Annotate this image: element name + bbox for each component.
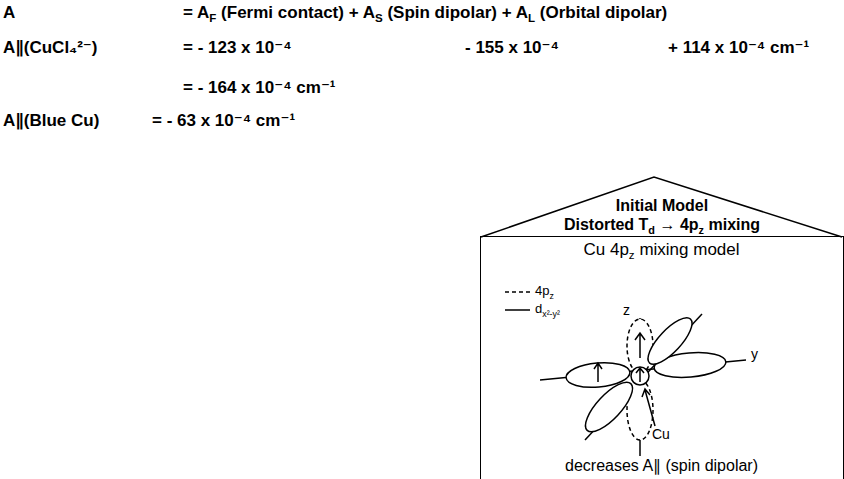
equation-text: A∥(Blue Cu) — [3, 111, 99, 131]
equation-text: - 155 x 10⁻⁴ — [465, 38, 559, 58]
model-box: Cu 4pzmixing modeldecreases A∥ (spin dip… — [480, 236, 844, 479]
pz-lobe-top — [627, 319, 653, 373]
box-title: Cu 4p — [583, 240, 628, 259]
model-heading: Initial Model — [480, 196, 844, 215]
spin-arrow — [635, 333, 645, 358]
box-title: Cu 4pz mixing model — [481, 240, 842, 263]
subscript: x²-y² — [542, 309, 560, 319]
box-caption: decreases A∥ (spin dipolar) — [565, 457, 758, 474]
subscript: z — [629, 249, 635, 261]
diagram-label: y — [751, 346, 758, 363]
subscript: z — [699, 224, 704, 236]
cu-nucleus — [631, 367, 649, 385]
diagram-label: z — [623, 302, 630, 319]
equation-text: (Fermi contact) + A — [221, 3, 375, 22]
legend-dashed-sample — [505, 291, 530, 293]
diagram-label: y — [751, 346, 758, 362]
equation-text: = - 63 x 10⁻⁴ cm⁻¹ — [152, 111, 295, 131]
equation-text: A∥(CuCl₄²⁻) — [3, 38, 98, 57]
subscript: L — [528, 12, 535, 24]
equation-text: = AF (Fermi contact) + AS (Spin dipolar) +… — [183, 3, 667, 26]
equation-text: (Spin dipolar) + A — [387, 3, 528, 22]
diagram-label: Cu — [652, 426, 670, 442]
model-heading: mixing — [709, 216, 761, 233]
dx2y2-lobe — [641, 312, 698, 371]
equation-text: A∥(CuCl₄²⁻) — [3, 38, 98, 58]
box-title: mixing model — [639, 240, 739, 259]
equation-text: A — [3, 3, 15, 23]
model-heading: Distorted Td → 4pzmixing — [480, 215, 844, 237]
spin-arrow — [636, 368, 644, 382]
subscript: S — [375, 12, 383, 24]
dx2y2-lobe — [578, 375, 639, 438]
legend-solid-sample — [505, 309, 530, 311]
diagram-label: z — [623, 302, 630, 318]
equation-text: (Orbital dipolar) — [540, 3, 668, 22]
leader-arrow — [642, 389, 655, 426]
equation-text: = - 123 x 10⁻⁴ — [183, 38, 292, 58]
diagram-label: 4pz — [535, 283, 554, 301]
diagram-label: d — [535, 301, 542, 316]
equation-text: + 114 x 10⁻⁴ cm⁻¹ — [668, 38, 809, 58]
diagram-label: dx²-y² — [535, 301, 560, 319]
model-heading: → 4p — [659, 216, 698, 233]
model-heading: Distorted T — [564, 216, 648, 233]
equation-text: = - 63 x 10⁻⁴ cm⁻¹ — [152, 111, 295, 130]
equation-text: + 114 x 10⁻⁴ cm⁻¹ — [668, 38, 809, 57]
subscript: d — [648, 224, 655, 236]
equation-text: = - 164 x 10⁻⁴ cm⁻¹ — [183, 78, 336, 98]
equation-text: A — [3, 3, 15, 22]
subscript: z — [549, 291, 553, 301]
equation-text: = - 164 x 10⁻⁴ cm⁻¹ — [183, 78, 336, 97]
spin-arrow — [594, 363, 602, 382]
equation-text: - 155 x 10⁻⁴ — [465, 38, 559, 57]
box-caption: decreases A∥ (spin dipolar) — [481, 456, 842, 475]
equation-text: A∥(Blue Cu) — [3, 111, 99, 130]
model-heading: Initial Model — [616, 197, 708, 214]
equation-text: = A — [183, 3, 209, 22]
subscript: F — [209, 12, 216, 24]
equation-text: = - 123 x 10⁻⁴ — [183, 38, 292, 57]
diagram-label: 4p — [535, 283, 549, 298]
diagram-label: Cu — [652, 426, 670, 443]
